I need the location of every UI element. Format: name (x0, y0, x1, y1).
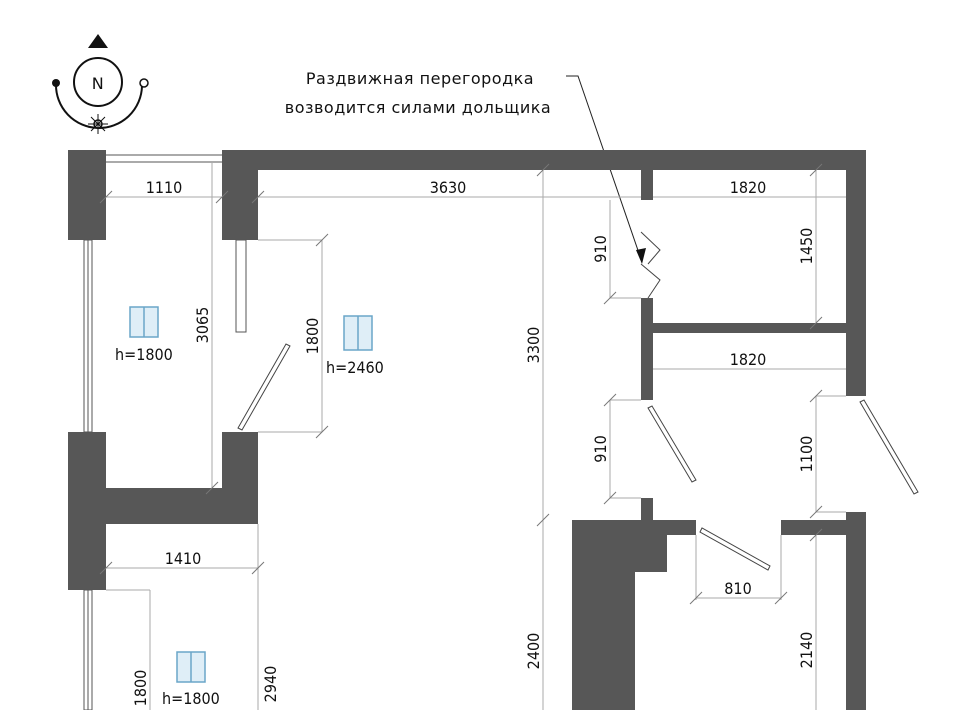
leader-arrow-icon (636, 248, 646, 264)
dimension-label: 2940 (261, 666, 280, 703)
note-line-2: возводится силами дольщика (285, 98, 551, 117)
note-line-1: Раздвижная перегородка (306, 69, 534, 88)
note-leader-line (566, 75, 643, 263)
window-height-label: h=1800 (115, 345, 173, 364)
dimension-label: 3630 (430, 178, 467, 197)
window-frames (83, 154, 247, 710)
dimension-label: 2140 (797, 632, 816, 669)
dimension-label: 3300 (524, 327, 543, 364)
window-height-label: h=1800 (162, 689, 220, 708)
walls (68, 150, 866, 710)
dimension-lines (99, 162, 846, 710)
dimension-label: 2400 (524, 633, 543, 670)
dimension-label: 1110 (146, 178, 183, 197)
dimension-label: 910 (591, 235, 610, 262)
dimension-label: 810 (724, 579, 751, 598)
dimension-label: 910 (591, 435, 610, 462)
dimension-label: 1800 (131, 670, 150, 707)
window-icon (129, 306, 373, 683)
dimension-label: 1820 (730, 178, 767, 197)
dimension-label: 1100 (797, 436, 816, 473)
dimension-label: 1820 (730, 350, 767, 369)
dimension-label: 1800 (303, 318, 322, 355)
dimension-label: 3065 (193, 307, 212, 344)
compass-label: N (92, 74, 104, 93)
window-height-label: h=2460 (326, 358, 384, 377)
dimension-label: 1450 (797, 228, 816, 265)
doors (237, 231, 919, 571)
compass-rose-icon (52, 34, 149, 134)
dimension-label: 1410 (165, 549, 202, 568)
